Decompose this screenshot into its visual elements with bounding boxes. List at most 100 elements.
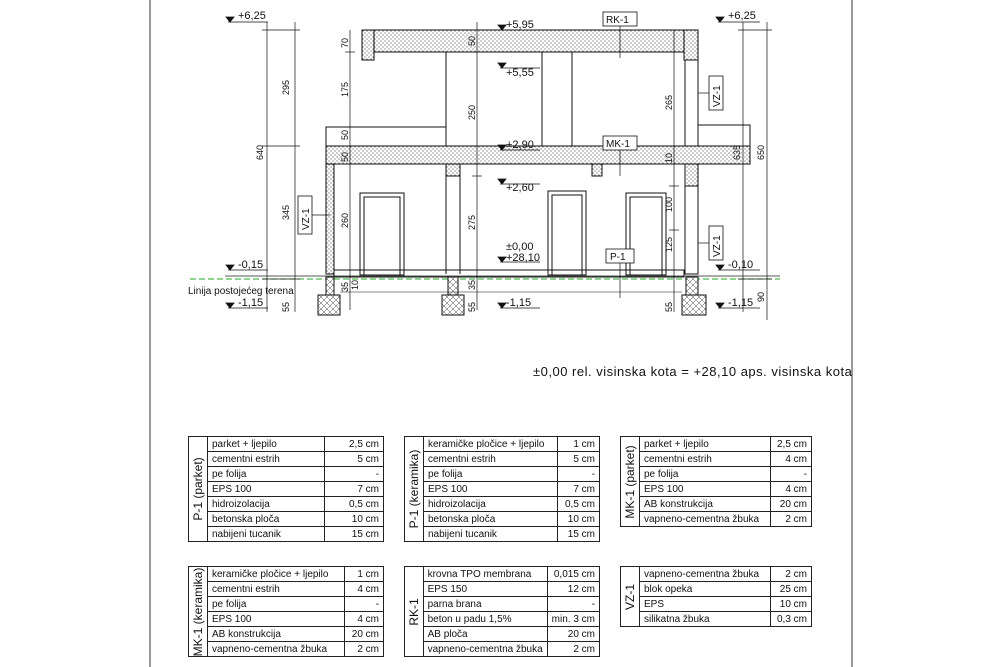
layer-material: pe folija (207, 596, 345, 612)
layer-thickness: 7 cm (557, 481, 600, 497)
layer-thickness: 2 cm (769, 566, 813, 582)
layer-material: silikatna žbuka (639, 611, 771, 627)
layer-thickness: - (546, 596, 601, 612)
layer-material: pe folija (206, 466, 326, 482)
layer-material: vapneno-cementna žbuka (639, 566, 771, 582)
layer-material: beton u padu 1,5% (422, 611, 548, 627)
table-id: P-1 (parket) (188, 436, 208, 542)
level-mid-slab: +2,90 (506, 139, 534, 151)
level-ceiling-upper: +5,55 (506, 67, 534, 79)
layer-material: cementni estrih (207, 581, 345, 597)
level-foot-right: -1,15 (728, 297, 753, 309)
layer-thickness: min. 3 cm (546, 611, 601, 627)
table-id: RK-1 (404, 566, 424, 657)
layer-thickness: 25 cm (769, 581, 813, 597)
layer-thickness: 0,015 cm (546, 566, 601, 582)
dim-r-90: 90 (756, 292, 766, 302)
table-row: MK-1 (keramika) keramičke pločice + ljep… (188, 566, 385, 657)
table-id: P-1 (keramika) (404, 436, 424, 542)
lower-wall-left (325, 163, 335, 275)
table-id: MK-1 (keramika) (188, 566, 208, 657)
level-ground-right: -0,10 (728, 259, 753, 271)
right-dimension-chain (669, 22, 772, 320)
dim-r-650: 650 (756, 145, 766, 160)
foundation-mid (441, 294, 465, 316)
layer-thickness: 20 cm (546, 626, 601, 642)
layer-thickness: 2 cm (343, 641, 385, 657)
level-markers (225, 16, 760, 309)
dim-m-250: 250 (467, 105, 477, 120)
dim-r-265: 265 (664, 95, 674, 110)
layer-material: keramičke pločice + ljepilo (207, 566, 345, 582)
layer-material: EPS 100 (639, 481, 771, 497)
layer-material: nabijeni tucanik (422, 526, 559, 542)
layer-thickness: 2,5 cm (324, 436, 384, 452)
layer-thickness: - (769, 466, 813, 482)
layer-material: EPS 150 (422, 581, 548, 597)
level-zero: ±0,00 (506, 241, 533, 253)
level-ground-left: -0,15 (238, 259, 263, 271)
layer-material: EPS (639, 596, 771, 612)
layer-material: pe folija (639, 466, 771, 482)
layer-material: vapneno-cementna žbuka (207, 641, 345, 657)
layer-thickness: 0,3 cm (769, 611, 813, 627)
layer-thickness: 1 cm (343, 566, 385, 582)
dim-l-175: 175 (340, 82, 350, 97)
dim-l-10: 10 (350, 280, 360, 290)
layer-material: betonska ploča (206, 511, 326, 527)
layer-material: nabijeni tucanik (206, 526, 326, 542)
layer-material: parket + ljepilo (206, 436, 326, 452)
door-3 (625, 192, 667, 276)
datum-note: ±0,00 rel. visinska kota = +28,10 aps. v… (533, 364, 853, 379)
roof-parapet-right (683, 29, 699, 61)
layer-thickness: - (324, 466, 384, 482)
level-foot-mid: -1,15 (506, 297, 531, 309)
layer-material: AB konstrukcija (207, 626, 345, 642)
layer-thickness: 5 cm (557, 451, 600, 467)
mid-slab (325, 145, 751, 165)
layer-material: betonska ploča (422, 511, 559, 527)
table-row: parna brana- (405, 596, 601, 612)
beam-left (445, 163, 461, 177)
level-top-left: +6,25 (238, 10, 266, 22)
layer-material: vapneno-cementna žbuka (422, 641, 548, 657)
table-row: pe folija- (405, 466, 600, 482)
layer-thickness: 7 cm (324, 481, 384, 497)
beam-mid (591, 163, 603, 177)
layer-thickness: 10 cm (769, 596, 813, 612)
tag-p-1: P-1 (610, 252, 626, 263)
layer-thickness: - (343, 596, 385, 612)
middle-dimension-chain (472, 22, 482, 310)
layer-thickness: 4 cm (343, 611, 385, 627)
dim-r-100: 100 (664, 197, 674, 212)
dim-m-35: 35 (467, 280, 477, 290)
layer-thickness: 0,5 cm (324, 496, 384, 512)
dim-l-55: 55 (281, 302, 291, 312)
layer-material: vapneno-cementna žbuka (639, 511, 771, 527)
layer-thickness: 4 cm (769, 451, 813, 467)
dim-r-125: 125 (664, 237, 674, 252)
table-mk1-keramika: MK-1 (keramika) keramičke pločice + ljep… (188, 566, 385, 657)
table-row: beton u padu 1,5%min. 3 cm (405, 611, 601, 627)
terrace-parapet-left (325, 126, 447, 147)
layer-material: pe folija (422, 466, 559, 482)
ground-line-label: Linija postojećeg terena (188, 286, 294, 297)
layer-thickness: 2 cm (769, 511, 813, 527)
layer-material: cementni estrih (639, 451, 771, 467)
layer-material: EPS 100 (207, 611, 345, 627)
